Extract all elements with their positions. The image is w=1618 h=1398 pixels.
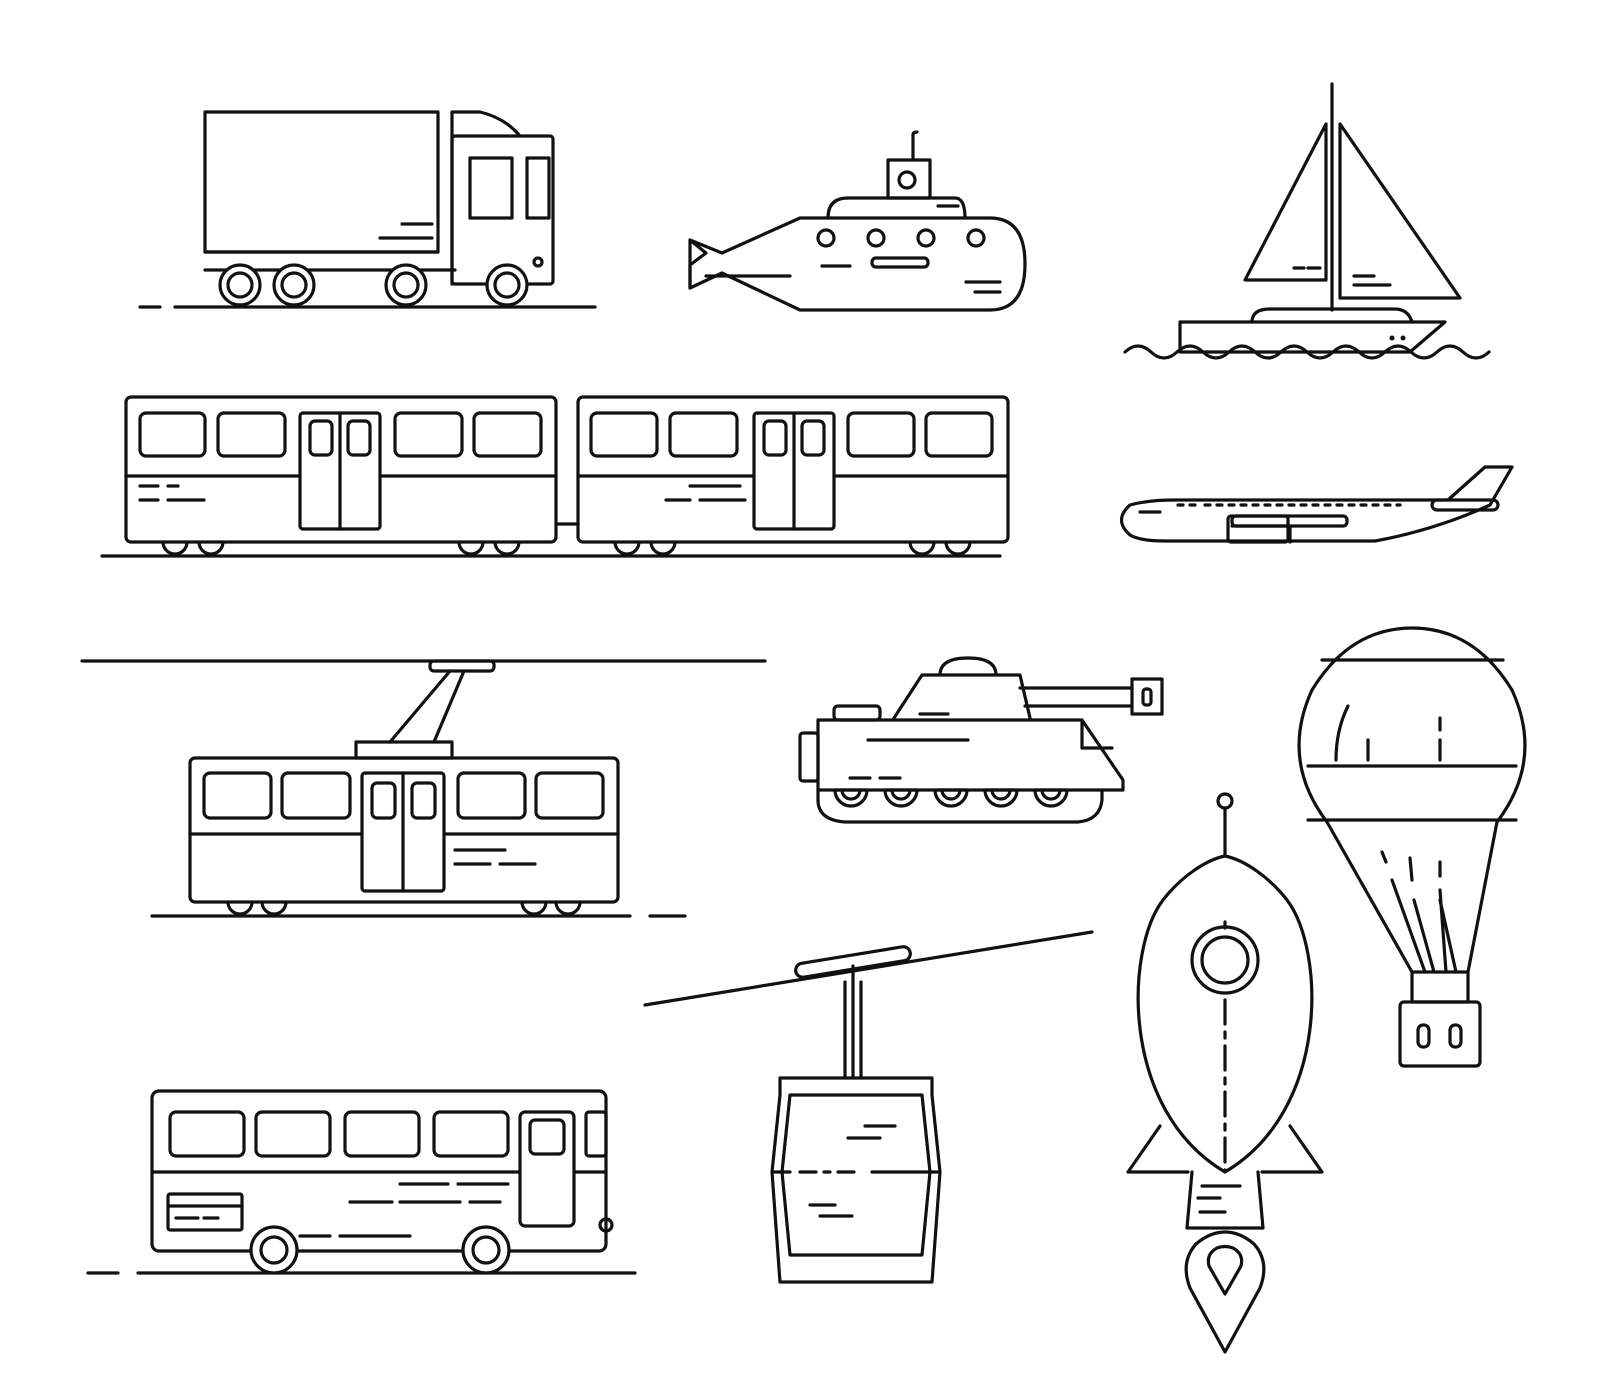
train-icon xyxy=(100,395,1010,558)
truck-icon xyxy=(138,110,597,309)
bus-icon xyxy=(86,1089,637,1275)
tram-icon xyxy=(80,659,767,918)
sailboat-icon xyxy=(1123,82,1491,360)
cable-car-icon xyxy=(643,930,1094,1284)
hot-air-balloon-icon xyxy=(1297,626,1527,1068)
tank-icon xyxy=(798,656,1164,824)
submarine-icon xyxy=(688,130,1027,312)
airplane-icon xyxy=(1119,465,1514,544)
rocket-icon xyxy=(1126,792,1324,1354)
